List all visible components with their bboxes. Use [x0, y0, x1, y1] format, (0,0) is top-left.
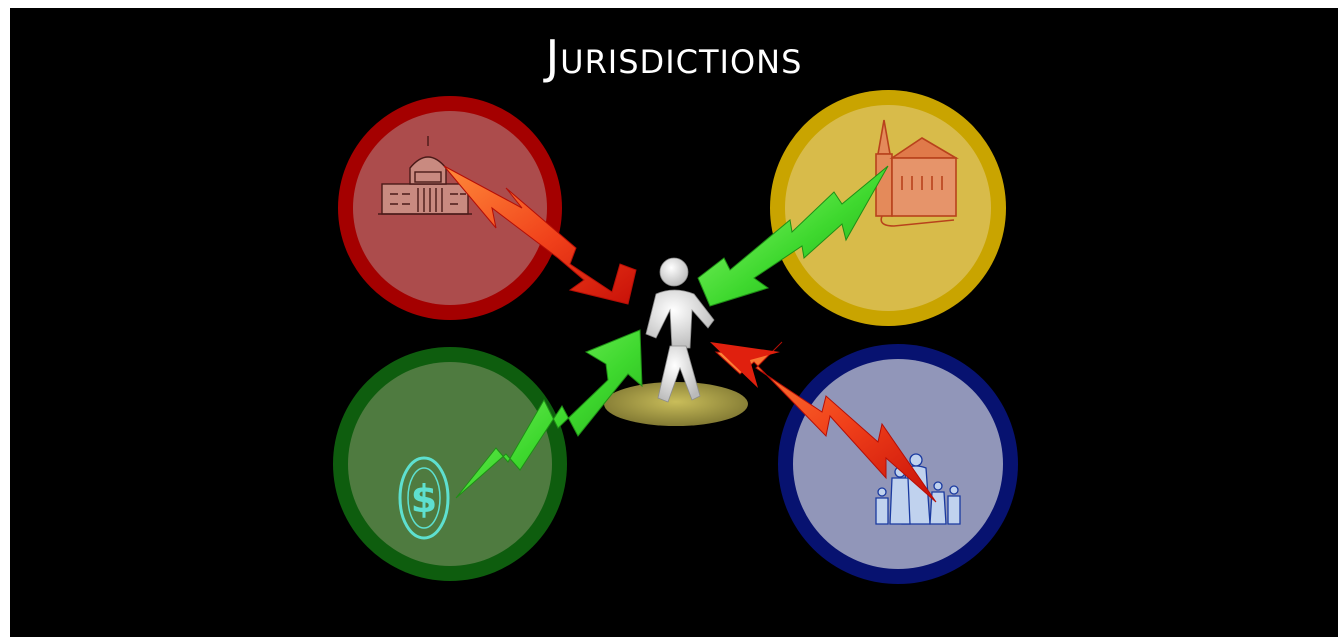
- jurisdictions-diagram: $: [333, 90, 1018, 584]
- money-node: $: [333, 347, 567, 581]
- center-platform: [604, 382, 748, 426]
- government-node: [338, 96, 562, 320]
- svg-text:$: $: [411, 477, 437, 521]
- person-figure-icon: [645, 257, 715, 403]
- family-group-icon: [875, 453, 961, 525]
- arrow-church-to-center: [697, 165, 889, 307]
- arrow-family-to-center: [710, 341, 937, 503]
- capitol-building-icon: [378, 136, 472, 215]
- slide-title: Jurisdictions: [545, 30, 803, 84]
- church-node: [770, 90, 1006, 326]
- slide: Jurisdictions: [10, 8, 1338, 637]
- arrow-government-to-center: [443, 165, 637, 305]
- money-disc: [348, 362, 552, 566]
- arrow-money-to-center: [455, 329, 643, 499]
- dollar-coin-icon: $: [398, 456, 450, 540]
- church-building-icon: [875, 119, 959, 227]
